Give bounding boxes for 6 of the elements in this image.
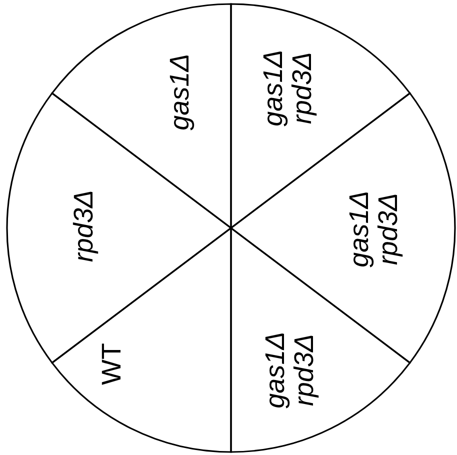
strain-label: gas1Δ: [165, 52, 195, 132]
strain-label: gas1Δ rpd3Δ: [258, 48, 318, 128]
strain-label: WT: [97, 342, 127, 387]
strain-label: rpd3Δ: [69, 188, 99, 264]
strain-label: gas1Δ rpd3Δ: [260, 330, 320, 410]
strain-label: gas1Δ rpd3Δ: [344, 190, 404, 270]
